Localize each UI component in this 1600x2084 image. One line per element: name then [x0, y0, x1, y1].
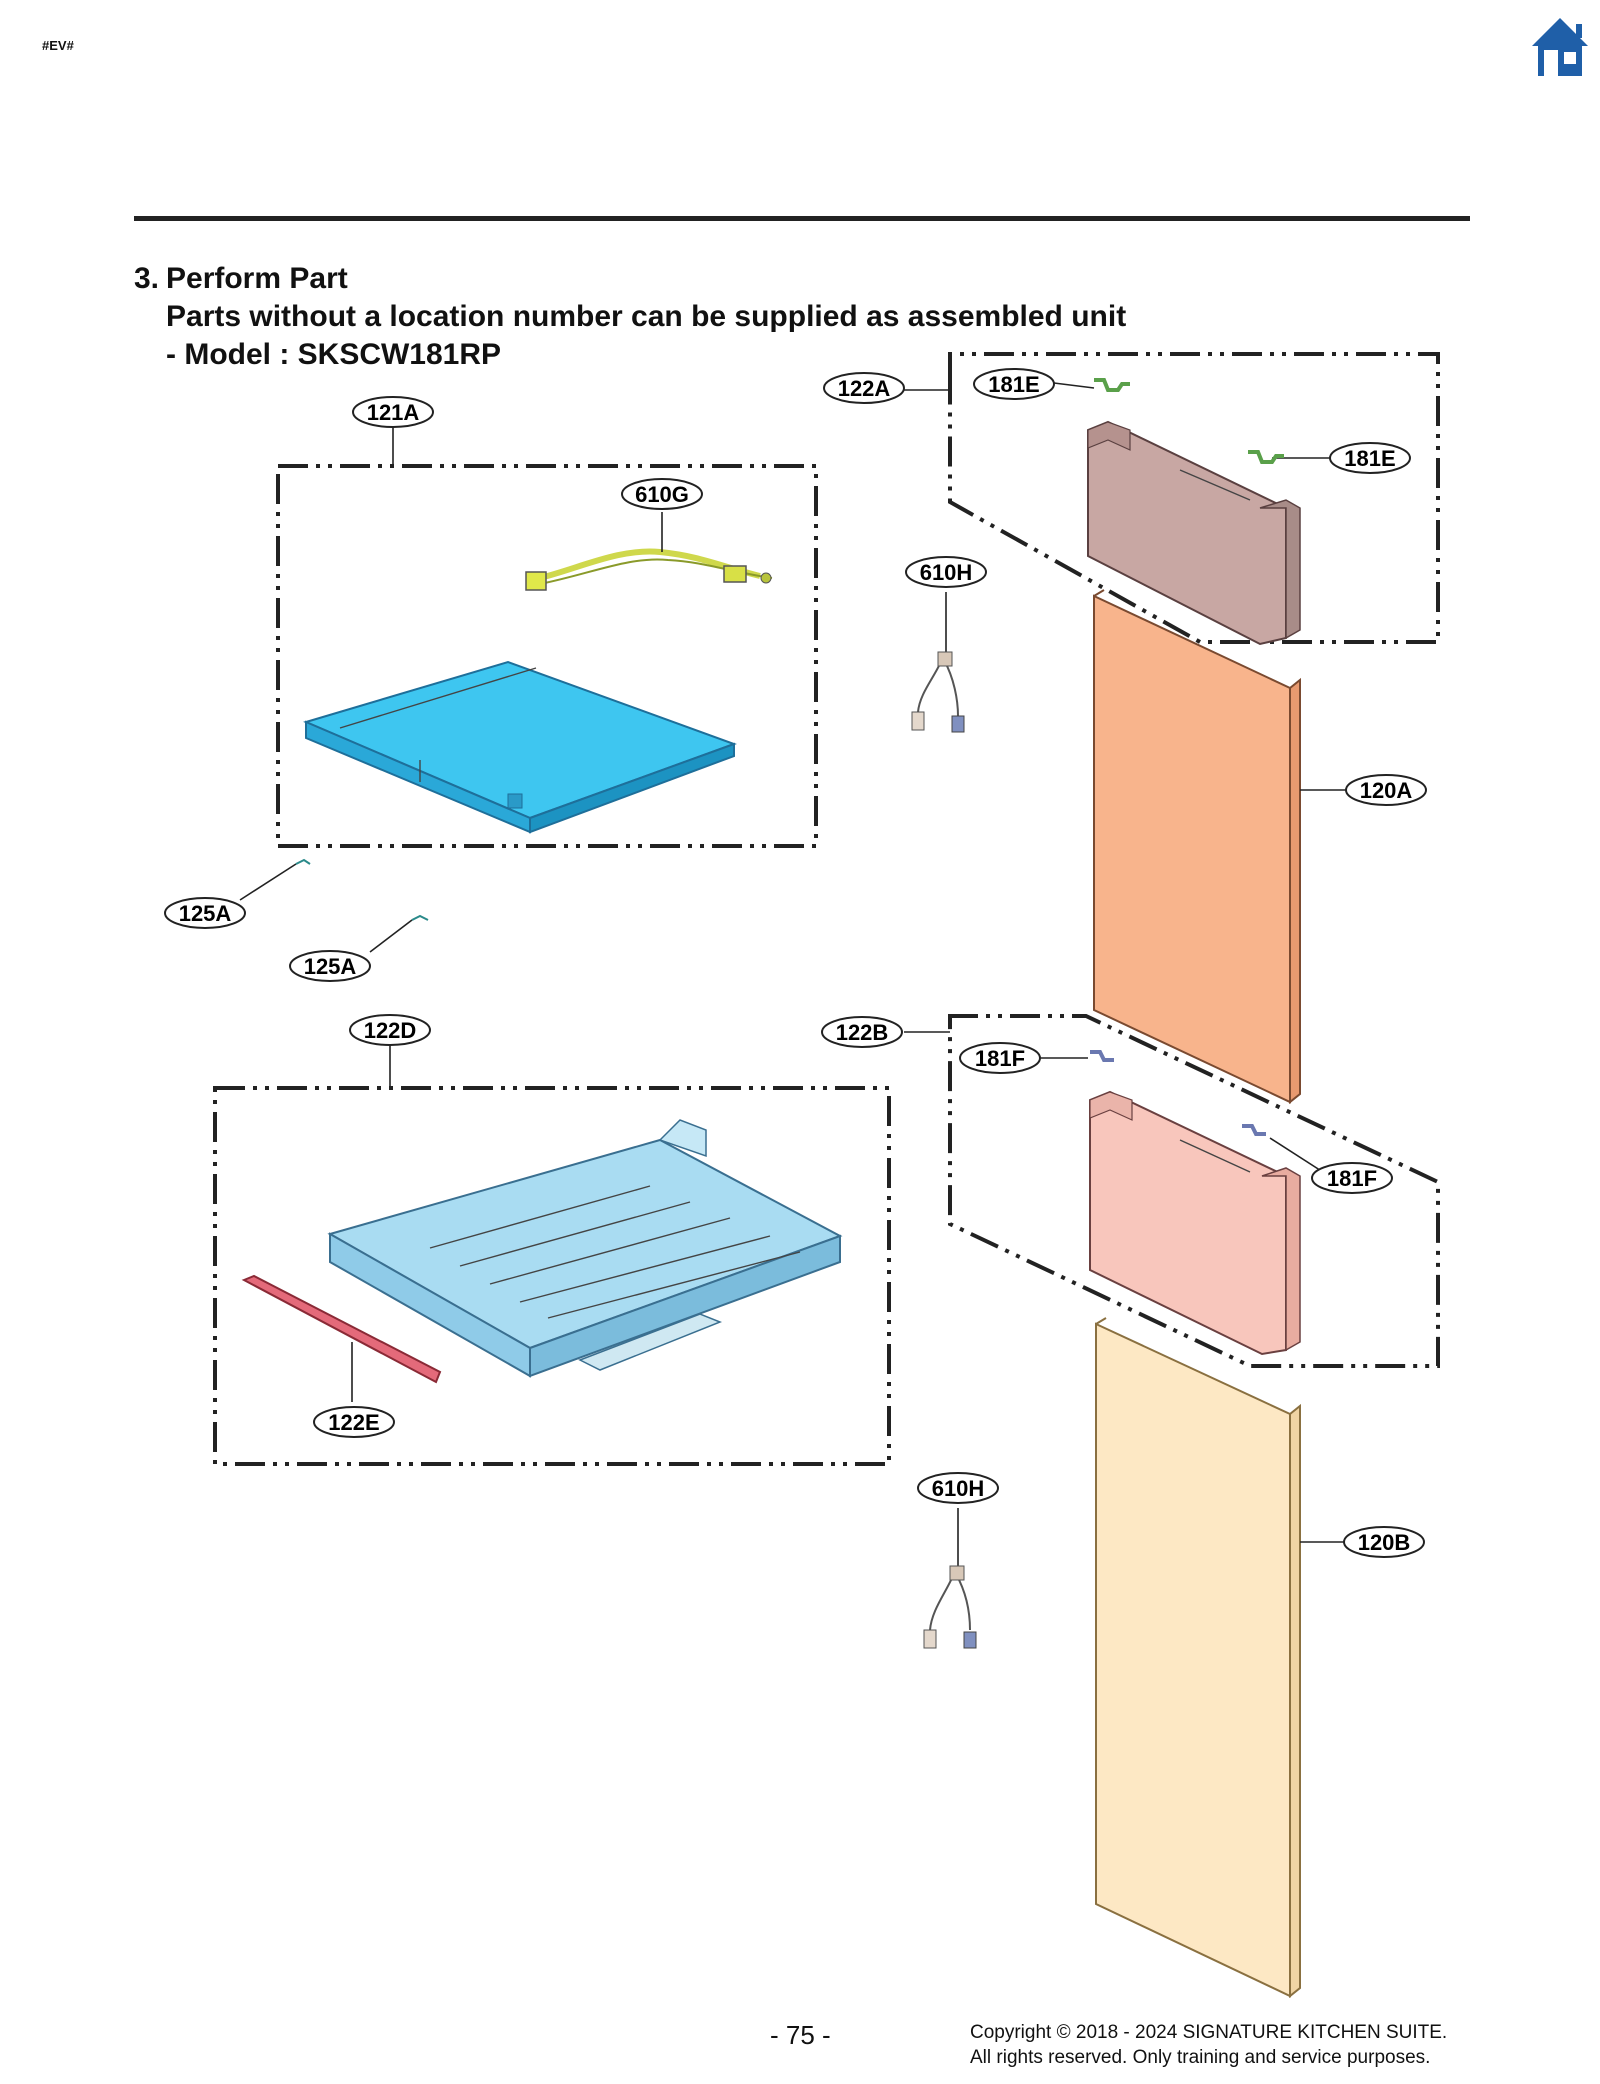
bracket-181F-2 — [1242, 1124, 1266, 1136]
callout-610H-2: 610H — [917, 1472, 999, 1504]
callout-610H-1: 610H — [905, 556, 987, 588]
callout-122A: 122A — [823, 372, 905, 404]
section-number: 3. — [134, 262, 160, 295]
section-title: Perform Part — [166, 262, 348, 295]
copyright-line-2: All rights reserved. Only training and s… — [970, 2047, 1431, 2068]
callout-181E-2: 181E — [1329, 442, 1411, 474]
side-panel-120A — [1093, 589, 1301, 1105]
svg-text:610H: 610H — [920, 560, 973, 585]
callout-122B: 122B — [821, 1016, 903, 1048]
svg-text:122D: 122D — [364, 1018, 417, 1043]
svg-text:181F: 181F — [975, 1046, 1025, 1071]
svg-text:120A: 120A — [1360, 778, 1413, 803]
callout-610G: 610G — [621, 478, 703, 510]
copyright-line-1: Copyright © 2018 - 2024 SIGNATURE KITCHE… — [970, 2022, 1448, 2043]
svg-text:610G: 610G — [635, 482, 689, 507]
svg-text:122E: 122E — [328, 1410, 379, 1435]
clip-125A-1 — [295, 858, 311, 865]
bracket-181E-2 — [1248, 450, 1284, 464]
callout-122D: 122D — [349, 1014, 431, 1046]
copyright-notice: Copyright © 2018 - 2024 SIGNATURE KITCHE… — [970, 2020, 1447, 2070]
module-122B — [1089, 1090, 1301, 1356]
group-122D-frame — [213, 1086, 891, 1466]
callout-121A: 121A — [352, 396, 434, 428]
wire-harness-610G — [525, 512, 773, 591]
svg-text:122B: 122B — [836, 1020, 889, 1045]
connector-610H-2 — [923, 1565, 977, 1649]
header-rule — [134, 216, 1470, 221]
svg-text:125A: 125A — [179, 901, 232, 926]
gasket-122E — [241, 1274, 442, 1402]
svg-text:120B: 120B — [1358, 1530, 1411, 1555]
model-line: - Model : SKSCW181RP — [166, 338, 502, 371]
callout-120B: 120B — [1343, 1526, 1425, 1558]
callout-122E: 122E — [313, 1406, 395, 1438]
group-122A-frame — [948, 352, 1440, 644]
bracket-181E-1 — [1094, 378, 1130, 392]
connector-610H-1 — [911, 651, 965, 733]
home-button[interactable] — [1530, 16, 1590, 80]
shelf-121A — [303, 660, 737, 834]
svg-text:121A: 121A — [367, 400, 420, 425]
callout-125A-2: 125A — [289, 950, 371, 982]
svg-text:610H: 610H — [932, 1476, 985, 1501]
clip-125A-2 — [411, 914, 429, 921]
svg-text:122A: 122A — [838, 376, 891, 401]
callout-181E-1: 181E — [973, 368, 1055, 400]
callout-181F-2: 181F — [1311, 1162, 1393, 1194]
drawer-122D — [327, 1119, 843, 1378]
section-subtitle: Parts without a location number can be s… — [166, 300, 1127, 333]
group-122B-frame — [948, 1014, 1440, 1368]
side-panel-120B — [1095, 1317, 1301, 1999]
section-heading: 3.Perform Part — [134, 262, 348, 296]
home-icon — [1532, 18, 1588, 76]
svg-text:181F: 181F — [1327, 1166, 1377, 1191]
page-number: - 75 - — [770, 2020, 831, 2050]
callout-120A: 120A — [1345, 774, 1427, 806]
document-tag: #EV# — [42, 38, 74, 53]
module-122A — [1087, 420, 1301, 646]
callout-125A-1: 125A — [164, 897, 246, 929]
group-121A-frame — [276, 464, 818, 848]
svg-text:181E: 181E — [1344, 446, 1395, 471]
svg-text:181E: 181E — [988, 372, 1039, 397]
callout-181F-1: 181F — [959, 1042, 1041, 1074]
svg-text:125A: 125A — [304, 954, 357, 979]
bracket-181F-1 — [1090, 1050, 1114, 1062]
